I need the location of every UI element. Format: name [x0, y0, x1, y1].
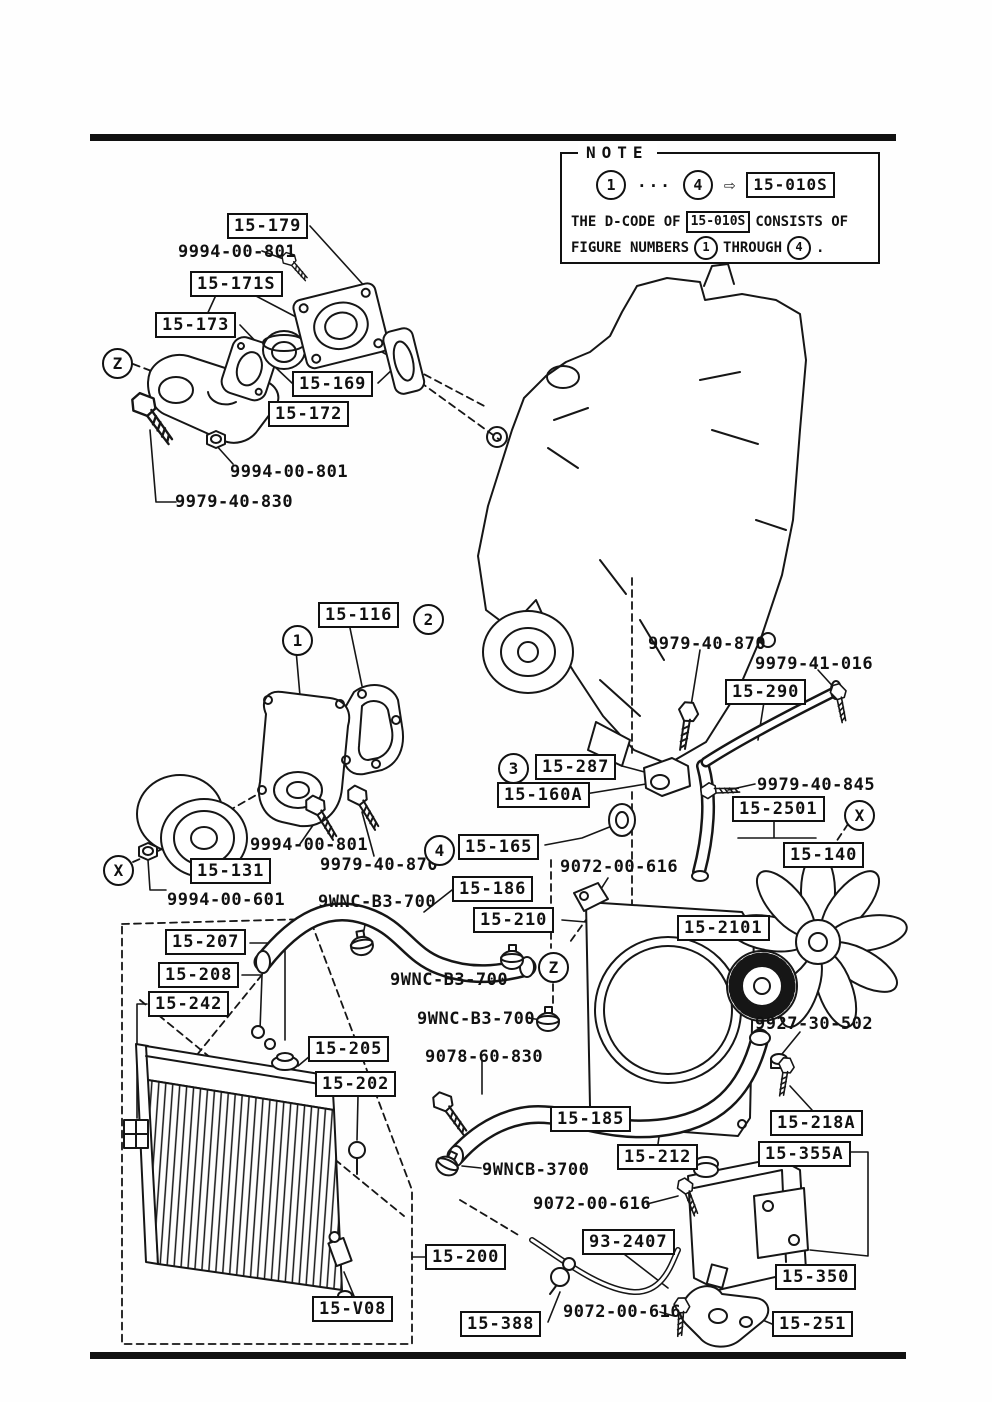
part-label-15-242[interactable]: 15-242	[148, 991, 230, 1017]
bottom-rule	[90, 1352, 906, 1359]
part-number-9979-40-870-a: 9979-40-870	[320, 855, 439, 875]
part-label-15-287[interactable]: 15-287	[535, 754, 617, 780]
part-label-15-185[interactable]: 15-185	[550, 1106, 632, 1132]
part-label-15-140[interactable]: 15-140	[783, 842, 865, 868]
part-label-15-172[interactable]: 15-172	[268, 401, 350, 427]
figure-marker-3: 3	[498, 753, 529, 784]
dcode-inline: 15-010S	[685, 211, 751, 233]
part-number-9979-41-016: 9979-41-016	[755, 654, 874, 674]
part-label-93-2407[interactable]: 93-2407	[582, 1229, 675, 1255]
part-label-15-116[interactable]: 15-116	[318, 602, 400, 628]
part-label-15-173[interactable]: 15-173	[155, 312, 237, 338]
part-label-15-2101[interactable]: 15-2101	[677, 915, 770, 941]
part-number-9072-00-616-b: 9072-00-616	[533, 1194, 652, 1214]
part-label-15-290[interactable]: 15-290	[725, 679, 807, 705]
part-number-9wnc-b3-700-b: 9WNC-B3-700	[390, 970, 509, 990]
part-number-9994-00-601: 9994-00-601	[167, 890, 286, 910]
figure-marker-4: 4	[682, 170, 713, 200]
part-label-15-218A[interactable]: 15-218A	[770, 1110, 863, 1136]
part-label-15-210[interactable]: 15-210	[473, 907, 555, 933]
note-range-row: 1 ··· 4 ⇨ 15-010S	[596, 170, 835, 200]
part-label-15-171S[interactable]: 15-171S	[190, 271, 283, 297]
part-label-15-2501[interactable]: 15-2501	[732, 796, 825, 822]
note-text-line-2: FIGURE NUMBERS 1 THROUGH 4 .	[571, 236, 824, 260]
part-label-15-179[interactable]: 15-179	[227, 213, 309, 239]
part-label-15-388[interactable]: 15-388	[460, 1311, 542, 1337]
part-number-9wnc-b3-700-c: 9WNC-B3-700	[417, 1009, 536, 1029]
part-number-9979-40-845: 9979-40-845	[757, 775, 876, 795]
part-label-15-207[interactable]: 15-207	[165, 929, 247, 955]
part-label-15-131[interactable]: 15-131	[190, 858, 272, 884]
figure-marker-1: 1	[596, 170, 626, 200]
view-marker-x-2: X	[844, 800, 875, 831]
figure-marker-2: 2	[413, 604, 444, 635]
part-label-15-186[interactable]: 15-186	[452, 876, 534, 902]
note-text-line-1: THE D-CODE OF 15-010S CONSISTS OF	[571, 211, 848, 233]
ellipsis: ···	[637, 175, 672, 195]
part-number-9994-00-801-a: 9994-00-801	[178, 242, 297, 262]
part-label-15-251[interactable]: 15-251	[772, 1311, 854, 1337]
part-number-9wnc-b3-700-a: 9WNC-B3-700	[318, 892, 437, 912]
dcode-box: 15-010S	[746, 172, 835, 198]
part-label-15-165[interactable]: 15-165	[458, 834, 540, 860]
part-number-9078-60-830: 9078-60-830	[425, 1047, 544, 1067]
figure-marker-4: 4	[424, 835, 455, 866]
view-marker-x-1: X	[103, 855, 134, 886]
figure-marker-1: 1	[282, 625, 313, 656]
part-number-9994-00-801-c: 9994-00-801	[250, 835, 369, 855]
part-label-15-205[interactable]: 15-205	[308, 1036, 390, 1062]
part-label-15-160A[interactable]: 15-160A	[497, 782, 590, 808]
part-label-15-169[interactable]: 15-169	[292, 371, 374, 397]
part-number-9979-40-870-b: 9979-40-870	[648, 634, 767, 654]
view-marker-z-1: Z	[102, 348, 133, 379]
figure-marker-4-inline: 4	[787, 236, 812, 260]
view-marker-z-2: Z	[538, 952, 569, 983]
part-number-9994-00-801-b: 9994-00-801	[230, 462, 349, 482]
part-number-9wncb-3700: 9WNCB-3700	[482, 1160, 590, 1180]
note-title: NOTE	[578, 143, 657, 163]
note-box: NOTE 1 ··· 4 ⇨ 15-010S THE D-CODE OF 15-…	[560, 143, 880, 264]
part-label-15-212[interactable]: 15-212	[617, 1144, 699, 1170]
part-label-15-350[interactable]: 15-350	[775, 1264, 857, 1290]
part-label-15-200[interactable]: 15-200	[425, 1244, 507, 1270]
part-label-15-208[interactable]: 15-208	[158, 962, 240, 988]
part-number-9927-30-502: 9927-30-502	[755, 1014, 874, 1034]
part-label-15-V08[interactable]: 15-V08	[312, 1296, 394, 1322]
part-number-9979-40-830: 9979-40-830	[175, 492, 294, 512]
part-number-9072-00-616-a: 9072-00-616	[560, 857, 679, 877]
part-number-9072-00-616-c: 9072-00-616	[563, 1302, 682, 1322]
figure-marker-1-inline: 1	[694, 236, 719, 260]
part-label-15-355A[interactable]: 15-355A	[758, 1141, 851, 1167]
part-label-15-202[interactable]: 15-202	[315, 1071, 397, 1097]
arrow-icon: ⇨	[723, 174, 736, 196]
top-rule	[90, 134, 896, 141]
